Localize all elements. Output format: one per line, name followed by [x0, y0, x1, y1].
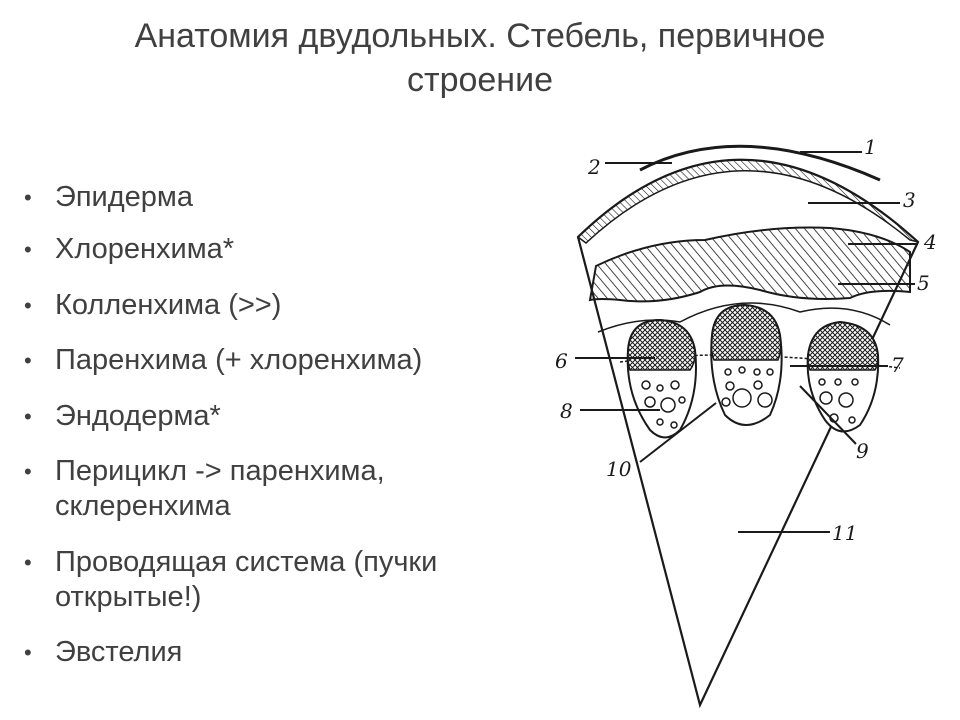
diagram-label-8: 8	[560, 399, 573, 423]
bullet-text-continued: открытые!)	[55, 581, 202, 613]
diagram-label-9: 9	[856, 439, 869, 463]
bullet-item: • Эпидерма	[20, 180, 540, 215]
collenchyma-band	[588, 226, 911, 303]
bullet-item: • Перицикл -> паренхима, склеренхима	[20, 454, 540, 524]
stem-diagram-svg: 1 2 3 4 5 6 7 8 9 10 11	[555, 135, 937, 709]
bullet-dot: •	[24, 459, 32, 484]
bullet-text: Колленхима (>>)	[55, 289, 282, 321]
bullet-dot: •	[24, 237, 32, 262]
diagram-label-10: 10	[606, 457, 632, 481]
bullet-text: Хлоренхима*	[55, 233, 235, 265]
epidermis-layer	[576, 159, 919, 244]
bullet-list: • Эпидерма • Хлоренхима* • Колленхима (>…	[20, 180, 540, 690]
slide-title-line-1: Анатомия двудольных. Стебель, первичное	[134, 17, 826, 55]
bullet-item: • Эндодерма*	[20, 399, 540, 434]
bullet-text: Эндодерма*	[55, 400, 221, 432]
bullet-text: Паренхима (+ хлоренхима)	[55, 344, 423, 376]
bullet-item: • Колленхима (>>)	[20, 288, 540, 323]
bullet-text: Проводящая система (пучки	[55, 546, 438, 578]
bullet-item: • Проводящая система (пучки открытые!)	[20, 545, 540, 615]
bullet-item: • Хлоренхима*	[20, 232, 540, 267]
diagram-label-7: 7	[891, 353, 904, 377]
vascular-bundle-center	[710, 303, 783, 426]
bullet-dot: •	[24, 640, 32, 665]
bullet-item: • Эвстелия	[20, 635, 540, 670]
slide-title: Анатомия двудольных. Стебель, первичное …	[80, 14, 880, 102]
slide-title-line-2: строение	[407, 61, 553, 99]
bullet-dot: •	[24, 404, 32, 429]
bullet-text: Эвстелия	[55, 636, 183, 668]
bullet-item: • Паренхима (+ хлоренхима)	[20, 343, 540, 378]
bullet-text: Перицикл -> паренхима,	[55, 455, 385, 487]
bullet-dot: •	[24, 293, 32, 318]
bullet-dot: •	[24, 185, 32, 210]
diagram-label-6: 6	[555, 349, 568, 373]
diagram-label-5: 5	[917, 271, 930, 295]
label-pointer-lines	[575, 151, 918, 533]
parenchyma-boundary	[597, 302, 891, 333]
diagram-label-11: 11	[832, 521, 857, 545]
bullet-dot: •	[24, 550, 32, 575]
cuticle-line	[639, 144, 881, 182]
bullet-text-continued: склеренхима	[55, 490, 231, 522]
bullet-dot: •	[24, 348, 32, 373]
diagram-label-4: 4	[923, 230, 937, 254]
stem-cross-section-diagram: 1 2 3 4 5 6 7 8 9 10 11	[545, 125, 955, 715]
bullet-text: Эпидерма	[55, 181, 193, 213]
diagram-label-2: 2	[587, 155, 601, 179]
diagram-label-1: 1	[864, 135, 877, 159]
vascular-bundle-right	[806, 320, 880, 433]
diagram-label-3: 3	[903, 188, 916, 212]
